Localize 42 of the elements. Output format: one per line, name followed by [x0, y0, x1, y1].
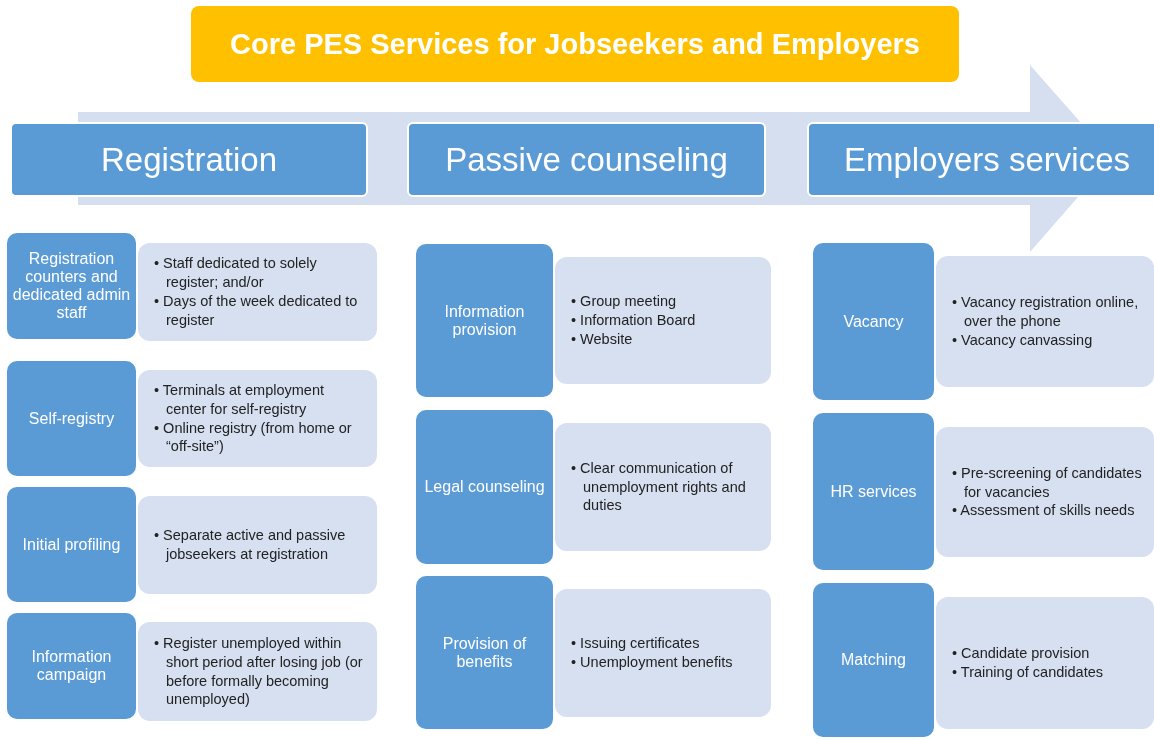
- service-box: Registration counters and dedicated admin staff: [5, 231, 138, 341]
- bullet-item: • Group meeting: [571, 292, 678, 312]
- bullet-item: • Separate active and passive jobseekers at registration: [154, 526, 347, 564]
- title-banner: Core PES Services for Jobseekers and Employers: [191, 6, 959, 82]
- service-box: Vacancy: [811, 241, 936, 402]
- bullet-item: • Information Board: [571, 311, 696, 330]
- details-card: [936, 256, 1154, 387]
- details-card: [138, 243, 377, 341]
- service-box: Self-registry: [5, 359, 138, 478]
- details-card: [555, 423, 771, 551]
- details-card: [936, 597, 1154, 729]
- details-card: [138, 496, 377, 594]
- section-header: Registration: [10, 122, 368, 197]
- bullet-item: • Issuing certificates: [571, 634, 701, 653]
- bullet-item: • Training of candidates: [952, 663, 1103, 682]
- bullet-item: • Vacancy registration online, over the phone: [952, 293, 1140, 331]
- bullet-item: • Vacancy canvassing: [952, 330, 1094, 350]
- bullet-item: • Terminals at employment center for self-registry: [154, 380, 325, 419]
- service-box: Information provision: [414, 242, 555, 399]
- section-header: Employers services: [807, 122, 1154, 197]
- service-box: Legal counseling: [414, 408, 555, 566]
- section-header: Passive counseling: [407, 122, 766, 197]
- bullet-item: • Website: [571, 329, 634, 349]
- bullet-item: • Pre-screening of candidates for vacancies: [952, 463, 1143, 502]
- service-box: Information campaign: [5, 611, 138, 721]
- service-box: Matching: [811, 581, 936, 739]
- service-box: HR services: [811, 411, 936, 572]
- details-card: [138, 622, 377, 721]
- service-box: Provision of benefits: [414, 574, 555, 731]
- details-card: [555, 589, 771, 717]
- details-card: [555, 257, 771, 384]
- bullet-item: • Unemployment benefits: [571, 653, 733, 672]
- bullet-item: • Register unemployed within short period after losing job (or before formally becoming unemployed): [154, 633, 364, 710]
- details-card: [138, 370, 377, 467]
- service-box: Initial profiling: [5, 485, 138, 604]
- bullet-item: • Days of the week dedicated to register: [154, 292, 359, 330]
- bullet-item: • Online registry (from home or “off-site”): [154, 418, 353, 457]
- details-card: [936, 427, 1154, 557]
- bullet-item: • Clear communication of unemployment rights and duties: [571, 458, 747, 516]
- bullet-item: • Assessment of skills needs: [952, 501, 1136, 521]
- bullet-item: • Candidate provision: [952, 644, 1091, 663]
- bullet-item: • Staff dedicated to solely register; and/or: [154, 254, 318, 292]
